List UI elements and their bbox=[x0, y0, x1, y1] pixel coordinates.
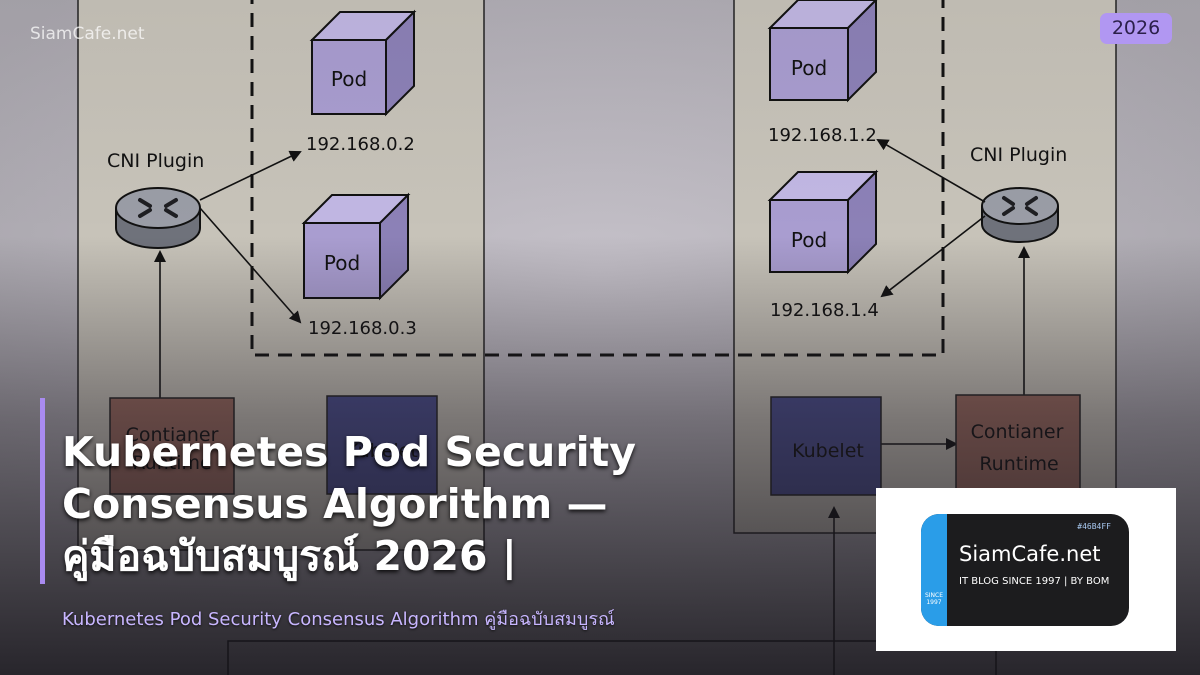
cni-plugin-label: CNI Plugin bbox=[970, 144, 1067, 166]
cni-plugin-label: CNI Plugin bbox=[107, 150, 204, 172]
container-runtime-box bbox=[955, 394, 1081, 496]
title-accent-bar bbox=[40, 398, 45, 584]
runtime-label: Contianer bbox=[971, 421, 1064, 443]
logo-since: SINCE 1997 bbox=[924, 592, 944, 606]
runtime-label: Runtime bbox=[979, 453, 1058, 475]
router-icon bbox=[115, 187, 201, 249]
pod-cube-left-bottom: Pod bbox=[301, 192, 411, 301]
site-logo-card[interactable]: #46B4FF SiamCafe.net IT BLOG SINCE 1997 … bbox=[876, 488, 1176, 651]
pod-label: Pod bbox=[791, 56, 827, 80]
pod-cube-right-bottom: Pod bbox=[767, 169, 879, 275]
pod-label: Pod bbox=[324, 251, 360, 275]
pod-ip-label: 192.168.0.2 bbox=[306, 134, 415, 155]
logo-hex-code: #46B4FF bbox=[1077, 522, 1111, 531]
pod-ip-label: 192.168.1.4 bbox=[770, 300, 879, 321]
logo-tagline: IT BLOG SINCE 1997 | BY BOM bbox=[959, 576, 1110, 587]
pod-ip-label: 192.168.1.2 bbox=[768, 125, 877, 146]
article-subtitle: Kubernetes Pod Security Consensus Algori… bbox=[62, 609, 615, 630]
pod-cube-left-top: Pod bbox=[309, 9, 417, 117]
pod-label: Pod bbox=[331, 67, 367, 91]
site-watermark[interactable]: SiamCafe.net bbox=[30, 24, 145, 44]
logo-name: SiamCafe.net bbox=[959, 542, 1101, 566]
site-logo: #46B4FF SiamCafe.net IT BLOG SINCE 1997 … bbox=[921, 514, 1129, 626]
year-badge: 2026 bbox=[1100, 13, 1172, 44]
pod-ip-label: 192.168.0.3 bbox=[308, 318, 417, 339]
router-icon bbox=[981, 187, 1059, 243]
pod-cube-right-top: Pod bbox=[767, 0, 878, 103]
article-title: Kubernetes Pod Security Consensus Algori… bbox=[62, 428, 636, 580]
kubelet-label: Kubelet bbox=[792, 440, 864, 462]
logo-accent-stripe bbox=[921, 514, 947, 626]
pod-label: Pod bbox=[791, 228, 827, 252]
